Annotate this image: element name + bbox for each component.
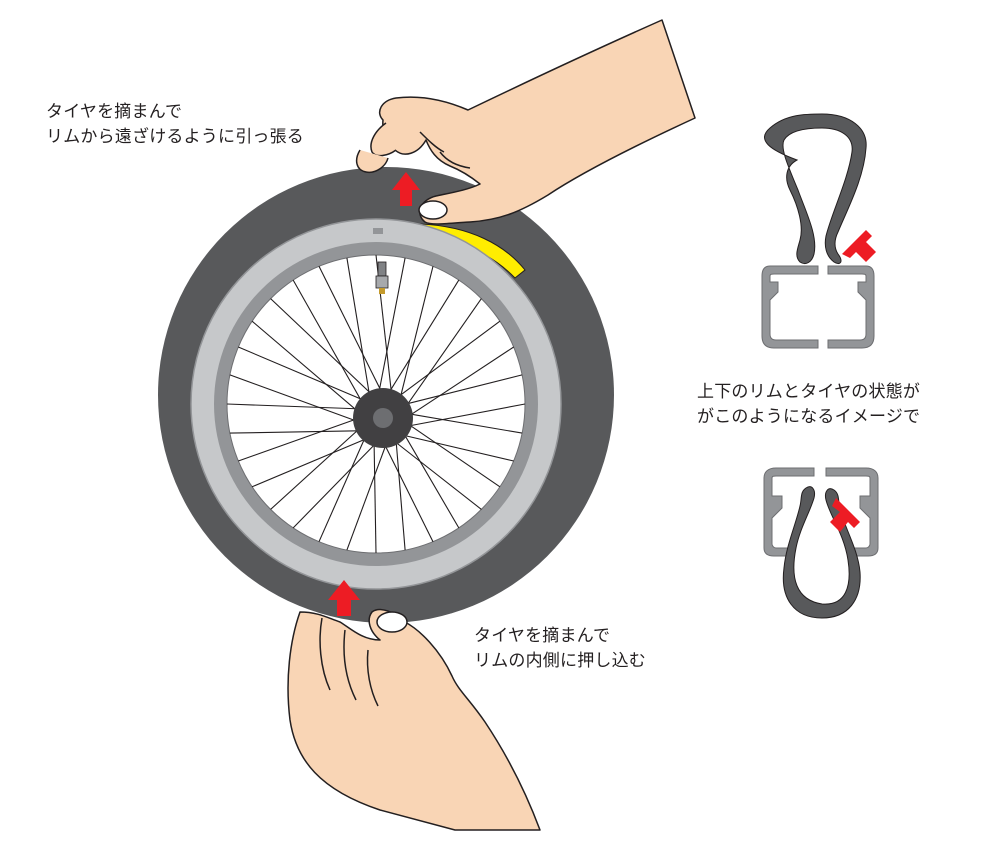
caption-push-tire: タイヤを摘まんで リムの内側に押し込む (474, 624, 646, 674)
rim-section-left (762, 266, 818, 348)
caption-cross-section: 上下のリムとタイヤの状態が がこのようになるイメージで (697, 380, 920, 430)
caption-line: 上下のリムとタイヤの状態が (697, 380, 920, 405)
caption-line: リムの内側に押し込む (474, 649, 646, 674)
caption-pull-tire: タイヤを摘まんで リムから遠ざけるように引っ張る (46, 100, 304, 150)
caption-line: がこのようになるイメージで (697, 405, 920, 430)
cross-section-top (762, 114, 876, 348)
wheel (158, 167, 614, 623)
tire-section (783, 487, 860, 618)
rim-section-right (828, 266, 874, 348)
caption-line: タイヤを摘まんで (46, 100, 304, 125)
tire-section (764, 114, 866, 264)
caption-line: タイヤを摘まんで (474, 624, 646, 649)
caption-line: リムから遠ざけるように引っ張る (46, 125, 304, 150)
hub-center (373, 408, 393, 428)
red-arrow-icon (842, 230, 876, 262)
cross-section-bottom (764, 468, 878, 618)
